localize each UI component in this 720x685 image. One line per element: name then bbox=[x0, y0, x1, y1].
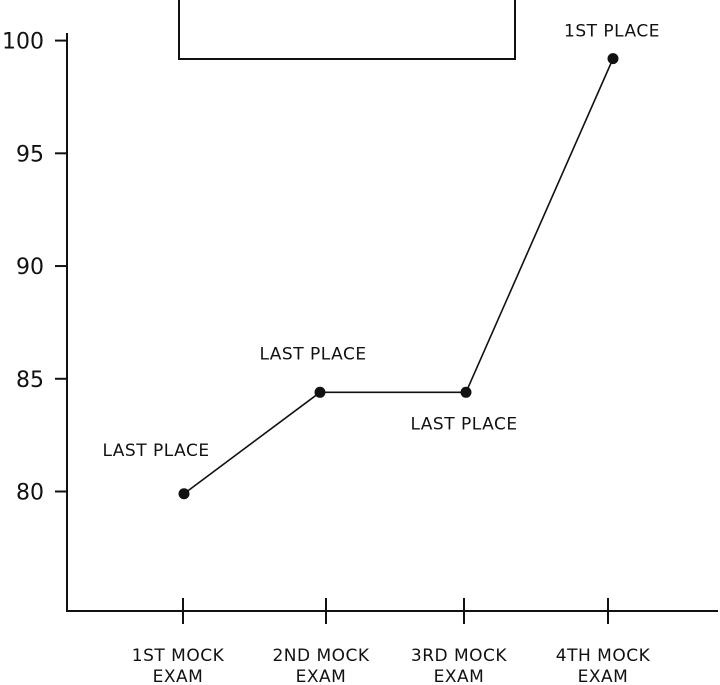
series-line bbox=[183, 58, 614, 495]
y-tick-label: 90 bbox=[16, 255, 44, 280]
y-tick-label: 100 bbox=[2, 30, 44, 55]
y-tick-label: 95 bbox=[16, 142, 44, 167]
point-annotations: LAST PLACE LAST PLACE LAST PLACE 1ST PLACE bbox=[102, 22, 660, 461]
legend-box bbox=[178, 0, 516, 60]
point-annotation: LAST PLACE bbox=[410, 414, 517, 434]
data-point bbox=[314, 386, 326, 398]
data-point bbox=[607, 53, 619, 65]
y-tick-label: 80 bbox=[16, 481, 44, 506]
data-point bbox=[460, 386, 472, 398]
point-annotation: 1ST PLACE bbox=[564, 22, 660, 42]
data-point bbox=[178, 488, 190, 500]
data-points bbox=[178, 53, 619, 500]
y-axis-ticks: 80 85 90 95 100 bbox=[2, 30, 67, 506]
y-tick-label: 85 bbox=[16, 368, 44, 393]
point-annotation: LAST PLACE bbox=[259, 344, 366, 364]
point-annotation: LAST PLACE bbox=[102, 441, 209, 461]
